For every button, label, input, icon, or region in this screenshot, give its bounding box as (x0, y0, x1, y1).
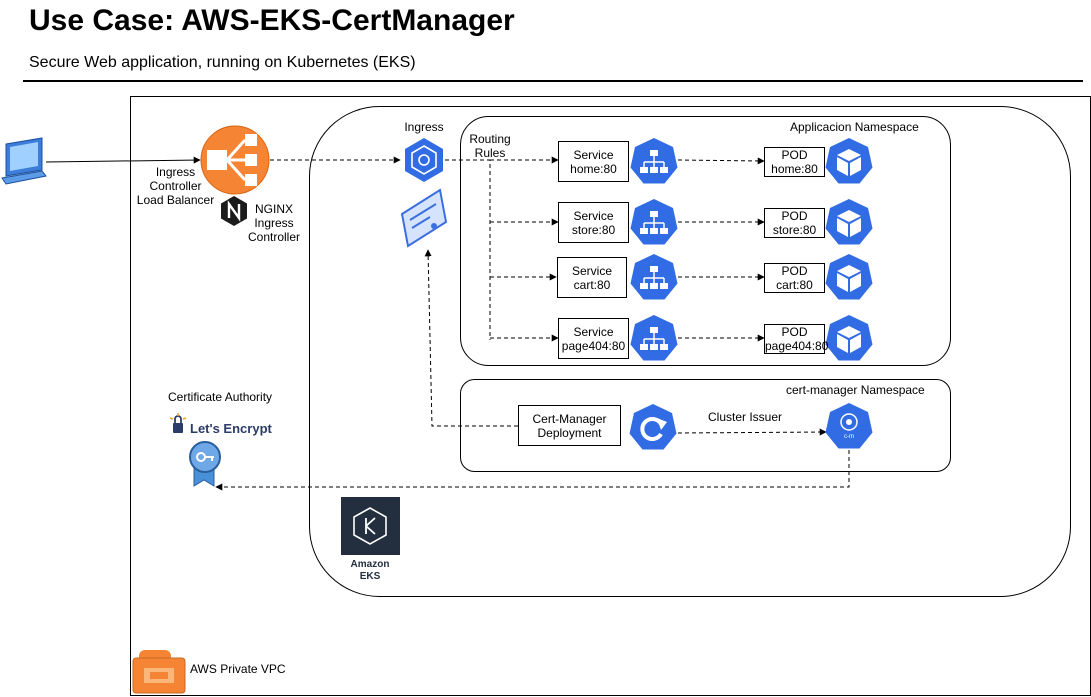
ingress-icon (405, 138, 443, 182)
lb-label: Ingress Controller Load Balancer (136, 165, 215, 207)
deployment-icon (629, 404, 677, 450)
eks-label: Amazon EKS (350, 559, 390, 582)
service-icon-store (630, 199, 678, 245)
certificate-authority-label: Certificate Authority (168, 390, 273, 404)
edge-ingress-routing (445, 159, 491, 340)
edge-client-to-lb (45, 156, 201, 164)
header-divider (23, 80, 1083, 82)
pod-icon-cart (825, 254, 873, 300)
certificate-icon (400, 188, 448, 248)
cluster-issuer-label: Cluster Issuer (708, 410, 783, 424)
eks-logo (341, 497, 400, 555)
lets-encrypt-brand: Let's Encrypt (190, 421, 272, 436)
certificate-ribbon-icon (189, 441, 221, 487)
load-balancer-icon (200, 125, 270, 195)
vpc-label: AWS Private VPC (190, 662, 286, 676)
page-subtitle: Secure Web application, running on Kuber… (29, 54, 416, 71)
app-namespace-boundary (460, 116, 951, 366)
edge-svc-pod-home (677, 157, 765, 165)
edge-deploy-to-cert (424, 249, 518, 427)
nginx-icon (221, 196, 247, 226)
pod-icon-home (825, 138, 873, 184)
routing-rules-label: Routing Rules (469, 132, 511, 160)
pod-icon-store (825, 199, 873, 245)
app-namespace-label: Applicacion Namespace (790, 120, 919, 134)
edge-issuer-to-ca (215, 450, 850, 491)
cert-manager-icon-text: c-m (844, 434, 854, 440)
service-icon-page404 (630, 315, 678, 361)
laptop-icon (1, 137, 47, 185)
pod-icon-page404 (825, 315, 873, 361)
ingress-label: Ingress (404, 120, 444, 134)
eks-cluster-boundary (309, 106, 1071, 597)
aws-vpc-icon (132, 650, 186, 694)
vpc-boundary (130, 96, 1091, 696)
edge-deploy-to-issuer (677, 428, 827, 436)
page-title: Use Case: AWS-EKS-CertManager (29, 4, 515, 37)
service-icon-cart (630, 254, 678, 300)
service-icon-home (630, 138, 678, 184)
lets-encrypt-logo (169, 413, 187, 433)
cert-manager-icon (825, 403, 873, 449)
cert-namespace-label: cert-manager Namespace (786, 383, 925, 397)
nginx-label: NGINX Ingress Controller (247, 202, 301, 244)
